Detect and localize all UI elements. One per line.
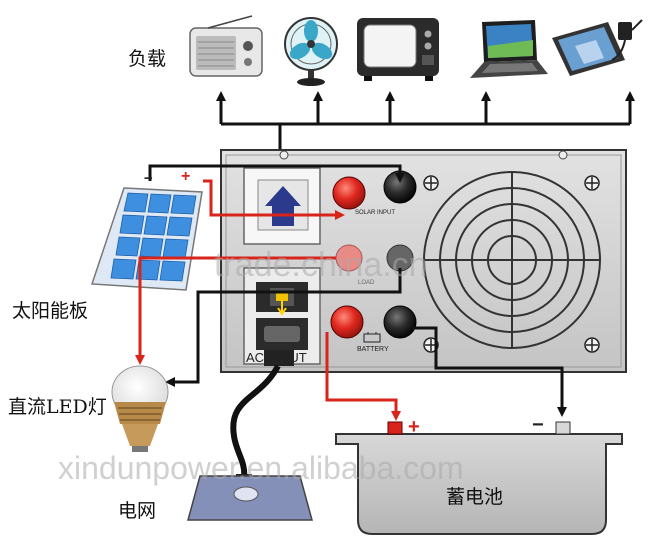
solar-negative-wire	[148, 164, 405, 183]
solar-panel-label: 太阳能板	[12, 300, 89, 322]
laptop-icon	[470, 20, 548, 78]
led-bulb-icon	[111, 365, 169, 452]
inverter-controller	[220, 149, 627, 373]
grid-label: 电网	[118, 500, 157, 522]
solar-panel-icon	[90, 187, 203, 291]
ac-input-label: AC INPUT	[246, 350, 307, 365]
battery-label: 蓄电池	[446, 486, 504, 508]
load-terminal-label: LOAD	[358, 280, 375, 286]
watermark-site: xindunpower.en.alibaba.com	[58, 450, 464, 486]
solar-positive-wire	[203, 179, 345, 220]
radio-icon	[189, 15, 263, 77]
solar-minus-mark: −	[144, 170, 153, 187]
battery-icon	[335, 421, 623, 535]
battery-minus-mark: −	[532, 414, 544, 436]
fan-icon	[284, 17, 338, 86]
led-positive-wire	[135, 256, 336, 365]
battery-plus-mark: +	[408, 416, 420, 438]
battery-negative-wire	[412, 326, 567, 417]
battery-positive-wire	[325, 332, 401, 421]
cooling-fan-grill	[423, 171, 601, 349]
wall-socket-icon	[187, 475, 313, 521]
led-negative-wire	[165, 268, 402, 387]
load-label: 负载	[128, 48, 167, 70]
battery-symbol-icon	[363, 332, 381, 343]
battery-terminal-label: BATTERY	[357, 346, 389, 353]
solar-input-label: SOLAR INPUT	[355, 210, 396, 216]
watermark-trade: trade.china.cn	[214, 246, 428, 284]
solar-plus-mark: +	[181, 168, 191, 185]
dc-led-label: 直流LED灯	[8, 396, 107, 418]
tablet-charger-icon	[552, 19, 643, 76]
tv-icon	[357, 18, 439, 81]
